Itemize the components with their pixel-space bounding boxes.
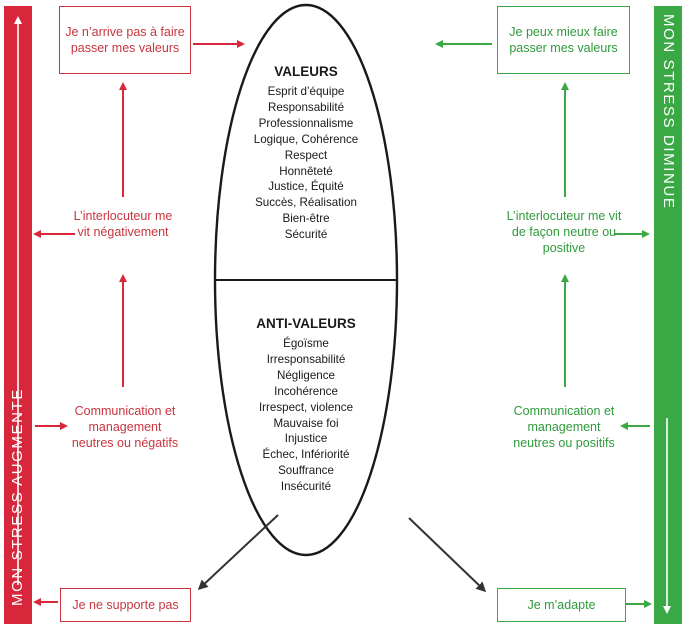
anti-value-item: Injustice <box>284 432 328 446</box>
cannot-stand-text: Je ne supporte pas <box>72 598 179 612</box>
value-item: Sécurité <box>284 228 328 242</box>
value-item: Succès, Réalisation <box>255 196 357 210</box>
can-convey-values-text: Je peux mieux faire passer mes valeurs <box>509 25 618 55</box>
value-item: Justice, Équité <box>268 180 344 194</box>
value-item: Respect <box>284 148 328 162</box>
value-item: Honnêteté <box>279 164 333 178</box>
interlocutor-negative-label: L’interlocuteur me vit négativement <box>73 209 173 239</box>
communication-positive-label: Communication et management neutres ou p… <box>513 404 615 450</box>
arrow-to-je-m-adapte <box>408 517 487 593</box>
anti-value-item: Égoïsme <box>283 337 329 350</box>
can-convey-values-box: Je peux mieux faire passer mes valeurs <box>497 6 630 74</box>
anti-value-item: Mauvaise foi <box>273 416 339 430</box>
cannot-stand-box: Je ne supporte pas <box>60 588 191 622</box>
interlocutor-positive-label: L’interlocuteur me vit de façon neutre o… <box>506 209 622 255</box>
arrow-to-je-ne-supporte-pas <box>197 514 279 591</box>
anti-values-section: ANTI-VALEURS Égoïsme Irresponsabilité Né… <box>226 314 386 495</box>
values-section: VALEURS Esprit d’équipe Responsabilité P… <box>226 62 386 243</box>
value-item: Esprit d’équipe <box>267 85 345 98</box>
anti-values-title: ANTI-VALEURS <box>256 316 356 331</box>
cannot-convey-values-box: Je n’arrive pas à faire passer mes valeu… <box>59 6 191 74</box>
anti-value-item: Incohérence <box>274 384 338 398</box>
anti-value-item: Souffrance <box>278 464 334 478</box>
anti-value-item: Irrespect, violence <box>258 400 354 414</box>
anti-value-item: Échec, Infériorité <box>262 448 350 462</box>
anti-value-item: Irresponsabilité <box>266 352 346 366</box>
stress-decreases-bar <box>654 6 682 624</box>
cannot-convey-values-text: Je n’arrive pas à faire passer mes valeu… <box>65 25 185 55</box>
anti-value-item: Négligence <box>276 368 335 382</box>
value-item: Bien-être <box>282 212 330 226</box>
value-item: Responsabilité <box>267 100 345 114</box>
value-item: Professionnalisme <box>258 116 354 130</box>
value-item: Logique, Cohérence <box>253 132 359 146</box>
adapt-box: Je m’adapte <box>497 588 626 622</box>
adapt-text: Je m’adapte <box>527 598 596 612</box>
communication-negative-label: Communication et management neutres ou n… <box>71 404 179 450</box>
values-title: VALEURS <box>274 64 338 79</box>
anti-value-item: Insécurité <box>280 480 332 494</box>
